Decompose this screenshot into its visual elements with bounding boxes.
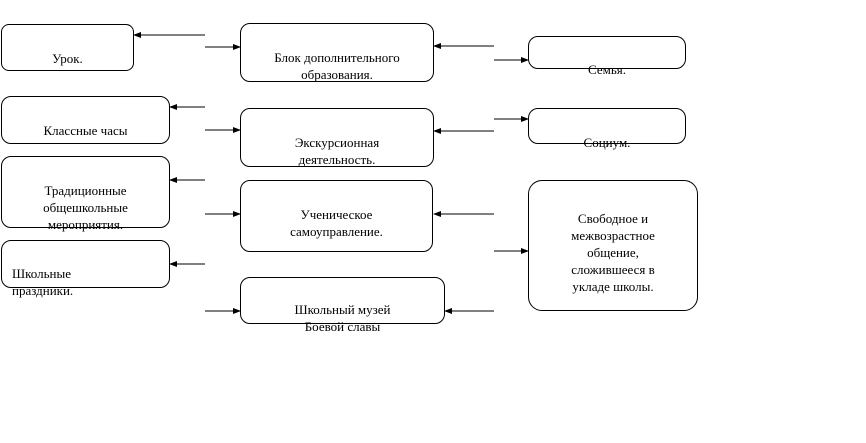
box-museum: Школьный музей Боевой славы xyxy=(240,277,445,334)
box-self-government: Ученическое самоуправление. xyxy=(240,180,433,252)
box-holidays-text: Школьные праздники. xyxy=(12,266,74,298)
box-society-text: Социум. xyxy=(583,135,631,150)
box-society: Социум. xyxy=(528,108,686,150)
box-class-hours-text: Классные часы xyxy=(43,123,128,138)
box-excursions: Экскурсионная деятельность. xyxy=(240,108,434,167)
box-free-communication-text: Свободное и межвозрастное общение, сложи… xyxy=(571,211,655,294)
box-free-communication: Свободное и межвозрастное общение, сложи… xyxy=(528,180,698,311)
box-museum-text: Школьный музей Боевой славы xyxy=(294,302,391,334)
box-holidays: Школьные праздники. xyxy=(1,240,170,298)
box-excursions-text: Экскурсионная деятельность. xyxy=(294,135,380,167)
box-family: Семья. xyxy=(528,36,686,77)
box-lesson-text: Урок. xyxy=(52,51,83,66)
box-traditions-text: Традиционные общешкольные мероприятия. xyxy=(43,183,128,232)
box-class-hours: Классные часы xyxy=(1,96,170,144)
box-lesson: Урок. xyxy=(1,24,134,71)
box-family-text: Семья. xyxy=(588,62,626,77)
box-additional-education: Блок дополнительного образования. xyxy=(240,23,434,82)
box-additional-education-text: Блок дополнительного образования. xyxy=(274,50,400,82)
box-self-government-text: Ученическое самоуправление. xyxy=(290,207,383,239)
box-traditions: Традиционные общешкольные мероприятия. xyxy=(1,156,170,232)
